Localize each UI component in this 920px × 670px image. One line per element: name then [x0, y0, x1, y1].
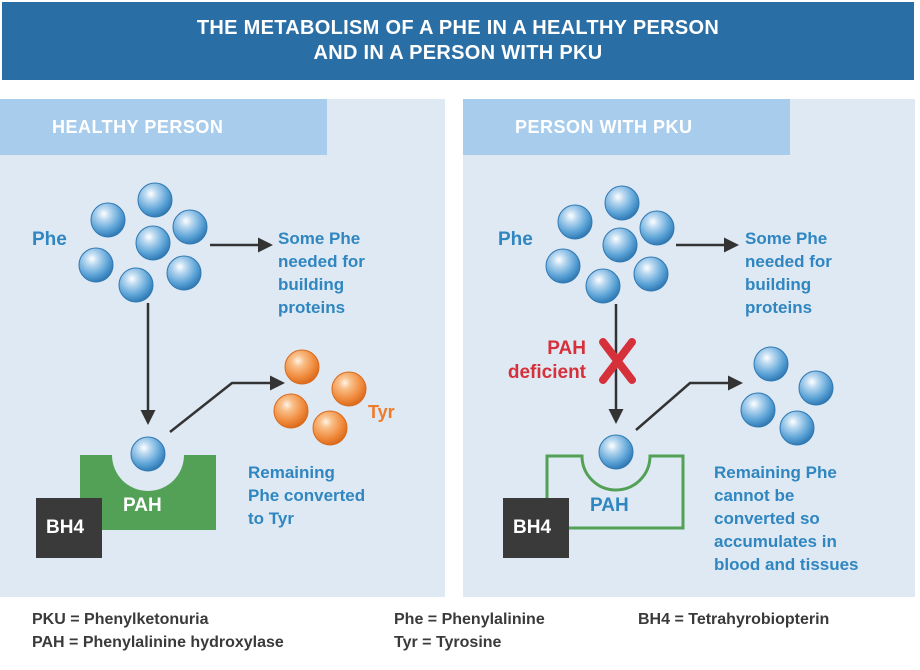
- pku-bound-phe: [598, 434, 634, 470]
- healthy-phe-cluster: [78, 182, 208, 303]
- phe-molecule: [118, 267, 154, 303]
- pku-remaining-text: Remaining Phe cannot be converted so acc…: [714, 463, 859, 574]
- phe-molecule: [633, 256, 669, 292]
- legend-tyr: Tyr = Tyrosine: [394, 634, 502, 651]
- phe-molecule: [602, 227, 638, 263]
- pku-bh4-label: BH4: [513, 517, 552, 538]
- pku-pah-enzyme: [545, 454, 685, 530]
- pku-proteins-text: Some Phe needed for building proteins: [745, 229, 832, 317]
- healthy-bh4-cofactor: [36, 498, 102, 558]
- pah-deficient-label: PAH deficient: [507, 338, 586, 383]
- healthy-pah-enzyme: [80, 455, 216, 530]
- phe-molecule: [166, 255, 202, 291]
- healthy-arrow-to-tyr: [169, 375, 285, 433]
- accumulated-phe-cluster: [740, 346, 834, 446]
- tyr-molecule: [284, 349, 320, 385]
- phe-molecule: [557, 204, 593, 240]
- legend-bh4: BH4 = Tetrahyrobiopterin: [638, 611, 830, 628]
- healthy-remaining-text: Remaining Phe converted to Tyr: [248, 463, 366, 528]
- phe-molecule: [604, 185, 640, 221]
- tyr-molecule: [273, 393, 309, 429]
- tyr-molecule: [331, 371, 367, 407]
- phe-molecule: [137, 182, 173, 218]
- phe-molecule: [90, 202, 126, 238]
- healthy-phe-label: Phe: [32, 229, 67, 250]
- phe-molecule: [78, 247, 114, 283]
- title-line-2: AND IN A PERSON WITH PKU: [313, 42, 603, 64]
- phe-molecule: [545, 248, 581, 284]
- pku-pah-label: PAH: [590, 495, 629, 516]
- phe-molecule: [798, 370, 834, 406]
- legend-pah: PAH = Phenylalinine hydroxylase: [32, 634, 284, 651]
- phe-molecule: [172, 209, 208, 245]
- pku-bh4-cofactor: [503, 498, 569, 558]
- legend-pku: PKU = Phenylketonuria: [32, 611, 209, 628]
- healthy-bound-phe: [130, 436, 166, 472]
- tyr-label: Tyr: [368, 402, 395, 422]
- phe-molecule: [779, 410, 815, 446]
- healthy-panel: HEALTHY PERSON: [0, 99, 445, 597]
- tyr-molecule: [312, 410, 348, 446]
- healthy-bh4-label: BH4: [46, 517, 85, 538]
- pku-tab: PERSON WITH PKU: [463, 99, 790, 155]
- phe-molecule: [135, 225, 171, 261]
- title-line-1: THE METABOLISM OF A PHE IN A HEALTHY PER…: [196, 17, 720, 39]
- blocked-x-icon: [599, 338, 636, 384]
- healthy-tab: HEALTHY PERSON: [0, 99, 327, 155]
- phe-molecule: [585, 268, 621, 304]
- phe-molecule: [639, 210, 675, 246]
- phe-molecule: [740, 392, 776, 428]
- healthy-pah-label: PAH: [123, 495, 162, 516]
- healthy-proteins-text: Some Phe needed for building proteins: [278, 229, 365, 317]
- pku-phe-cluster: [545, 185, 675, 304]
- phe-molecule: [753, 346, 789, 382]
- legend-phe: Phe = Phenylalinine: [394, 611, 545, 628]
- title-banner: THE METABOLISM OF A PHE IN A HEALTHY PER…: [2, 2, 914, 80]
- pku-arrow-to-accumulated: [635, 375, 743, 431]
- pku-phe-label: Phe: [498, 229, 533, 250]
- tyr-cluster: [273, 349, 367, 446]
